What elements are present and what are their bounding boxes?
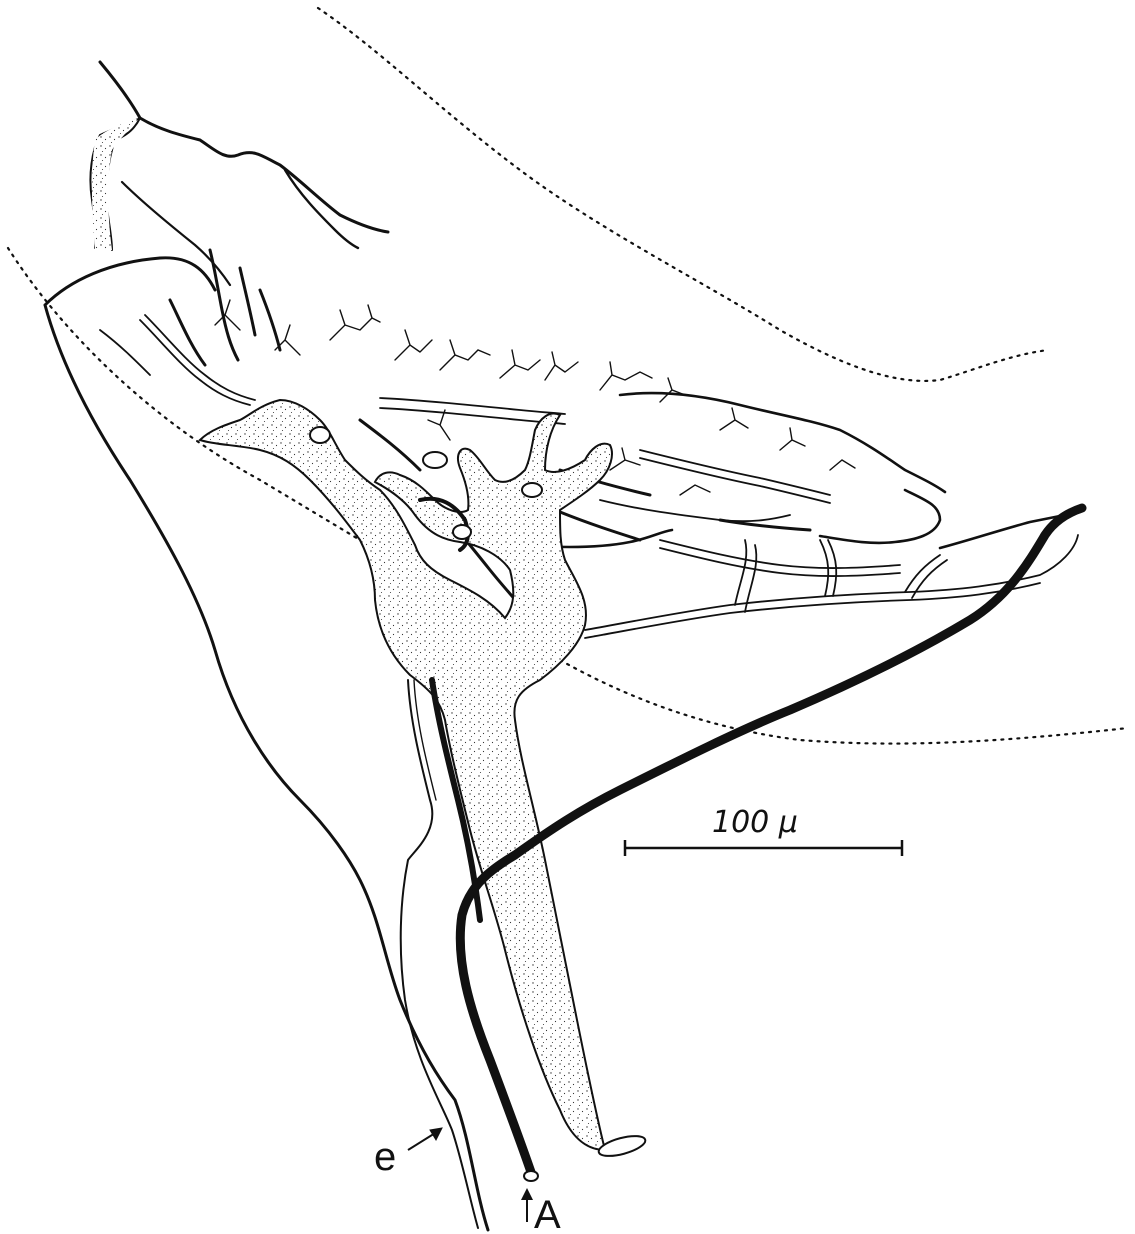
scale-bar: 100 μ [623, 805, 904, 856]
arrow-A-icon [521, 1188, 533, 1200]
tissue-edges [43, 256, 490, 1232]
wavy-edge-e [399, 679, 479, 1229]
main-dark-fibers [418, 496, 1087, 1180]
arrow-e-icon [429, 1127, 443, 1142]
fiber-A-end [523, 1170, 539, 1182]
soma-details [309, 426, 543, 540]
fine-dendrites [214, 299, 856, 496]
label-A: A [534, 1193, 561, 1234]
axon-cut-end [597, 1135, 647, 1157]
scale-bar-label: 100 μ [712, 805, 798, 840]
fiber-left-dark [429, 677, 483, 923]
wavy-edge-e-double [413, 679, 437, 801]
outer-wavy-edge [43, 256, 490, 1232]
fiber-inner-dark [418, 496, 470, 552]
neuron-soma-and-dendrites [198, 398, 613, 1152]
upper-fibers [89, 60, 390, 287]
label-A-group: A [521, 1188, 561, 1234]
capillary-network [99, 314, 1079, 639]
outer-dotted-boundary [316, 6, 1050, 383]
upper-stippled-process [91, 118, 138, 250]
label-e: e [374, 1135, 396, 1179]
label-e-group: e [374, 1127, 443, 1179]
fiber-A [455, 503, 1087, 1180]
